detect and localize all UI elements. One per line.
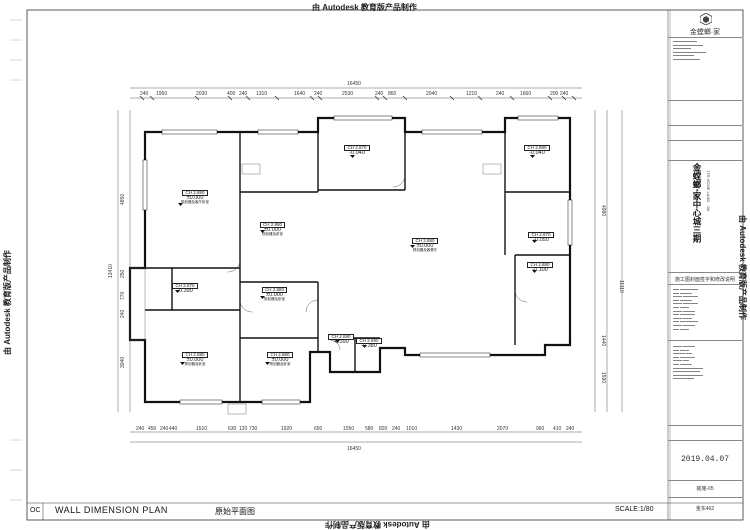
plan-title: WALL DIMENSION PLAN <box>55 505 168 515</box>
room-label-bath-3: CH 2.890-0.390 <box>328 334 354 345</box>
dim-top-row: 240 1950 2030 400 240 1310 1640 240 2530… <box>140 91 569 97</box>
approval-table: ▬▬▬ ▬▬▬▬▬▬ ▬▬▬▬▬▬▬ ▬▬▬▬ ▬▬▬▬▬▬▬▬ ▬▬▬▬ ▬▬… <box>673 344 703 381</box>
project-name-en: JTR HOME LAND · JIA <box>706 170 711 212</box>
dim-left-5: 3040 <box>120 356 126 368</box>
plan-scale: SCALE:1/80 <box>615 506 654 513</box>
dim-left-2: 250 <box>120 269 126 278</box>
room-label-bath-1: CH 2.870-0.040 <box>342 145 372 156</box>
drawing-number: 装施-05 <box>696 486 714 492</box>
dim-left-4: 240 <box>120 309 126 318</box>
dim-left-3: 770 <box>120 291 126 300</box>
room-label-kitchen: CH 2.870-0.050 <box>526 232 556 243</box>
room-label-utility: CH 2.880-0.100 <box>525 262 555 273</box>
plan-subtitle: 原始平面图 <box>215 507 255 516</box>
company-info-block: ▬▬▬▬▬▬▬▬▬▬▬▬▬▬▬▬▬▬▬▬▬▬▬▬▬▬▬▬▬▬▬▬▬▬▬▬▬▬▬▬… <box>673 39 706 61</box>
dim-total-width-top: 16450 <box>347 81 361 87</box>
dim-right-3: 1590 <box>600 372 606 384</box>
dim-total-width-bottom: 16450 <box>347 446 361 452</box>
dim-right-1: 4980 <box>600 205 606 217</box>
company-code: 金东462 <box>695 506 715 512</box>
watermark-top: 由 Autodesk 教育版产品制作 <box>312 3 417 12</box>
drawing-date: 2019.04.07 <box>680 455 729 464</box>
brand-logo-icon <box>700 13 712 25</box>
brand-name: 金螳螂·家 <box>689 29 721 36</box>
room-label-bath-2: CH 2.880-0.040 <box>522 145 552 156</box>
dim-right-total: 11110 <box>618 280 624 293</box>
room-label-balcony-left: CH 2.870-0.390 <box>170 283 200 294</box>
project-name: 金螳螂·家中心城三期 <box>691 163 701 243</box>
dim-left-1: 4850 <box>120 193 126 205</box>
dim-right-2: 1440 <box>600 335 606 347</box>
room-label-bath-4: CH 2.890-0.380 <box>356 338 382 349</box>
drawing-note: 施工图封面签字和修改说明 <box>674 277 735 283</box>
revision-table: ▬▬ ▬▬▬▬▬▬▬▬ ▬▬▬▬▬▬▬ ▬▬▬▬▬▬▬ ▬▬▬▬▬▬▬ ▬▬▬▬… <box>673 287 698 331</box>
dim-bottom-row: 240 450 240 440 1510 630 120 730 1920 65… <box>136 426 575 432</box>
dim-left-total: 13410 <box>108 264 114 278</box>
sheet-code: OC <box>30 507 41 514</box>
